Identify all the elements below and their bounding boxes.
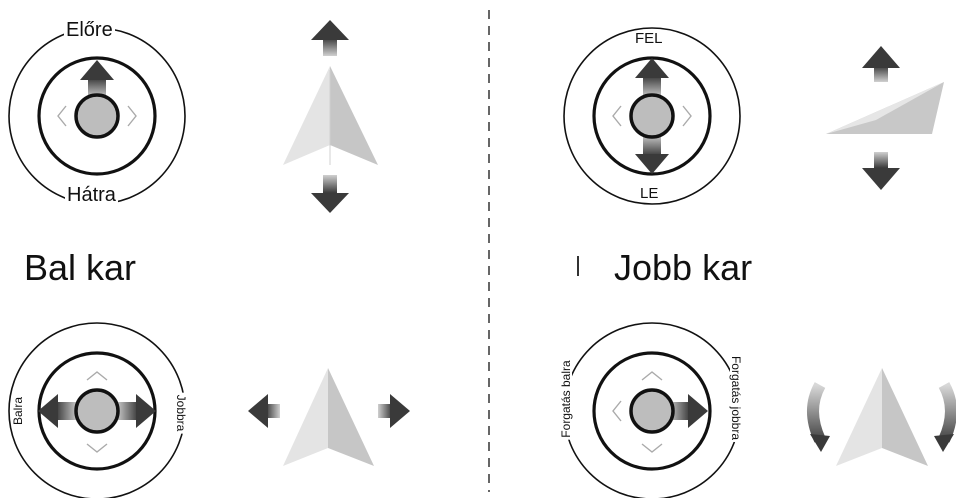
stick-up-down-icon <box>563 27 741 205</box>
label-left: Balra <box>11 394 25 428</box>
label-down: LE <box>638 185 661 202</box>
label-rotate-right: Forgatás jobbra <box>729 353 743 443</box>
stick-left-right-icon <box>8 322 186 498</box>
label-forward: Előre <box>64 19 115 41</box>
plane-altitude-icon <box>826 46 944 190</box>
plane-pitch-icon <box>283 20 378 213</box>
stick-forward-back-icon <box>8 27 186 205</box>
label-rotate-left: Forgatás balra <box>559 358 573 440</box>
plane-yaw-icon <box>807 368 956 466</box>
stick-rotate-icon <box>563 322 741 498</box>
label-right: Jobbra <box>174 392 188 434</box>
right-stick-title: Jobb kar <box>614 247 753 288</box>
plane-roll-icon <box>248 368 410 466</box>
label-up: FEL <box>633 30 665 47</box>
label-back: Hátra <box>65 184 118 206</box>
divider-mark <box>577 256 579 276</box>
left-stick-title: Bal kar <box>24 247 137 288</box>
